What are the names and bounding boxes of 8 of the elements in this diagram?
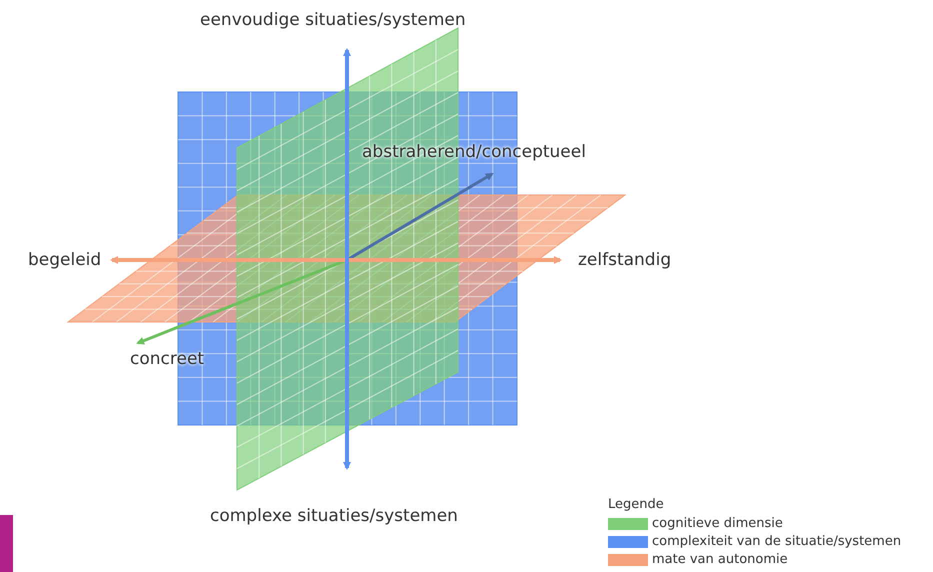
axis-label: eenvoudige situaties/systemen <box>200 10 466 30</box>
axis-label: zelfstandig <box>578 250 672 270</box>
axis-label: begeleid <box>28 250 102 270</box>
legend-label: mate van autonomie <box>652 552 788 567</box>
axis-label: complexe situaties/systemen <box>210 506 458 526</box>
legend-label: complexiteit van de situatie/systemen <box>652 534 902 549</box>
legend-title: Legende <box>608 497 664 512</box>
legend-label: cognitieve dimensie <box>652 516 783 531</box>
